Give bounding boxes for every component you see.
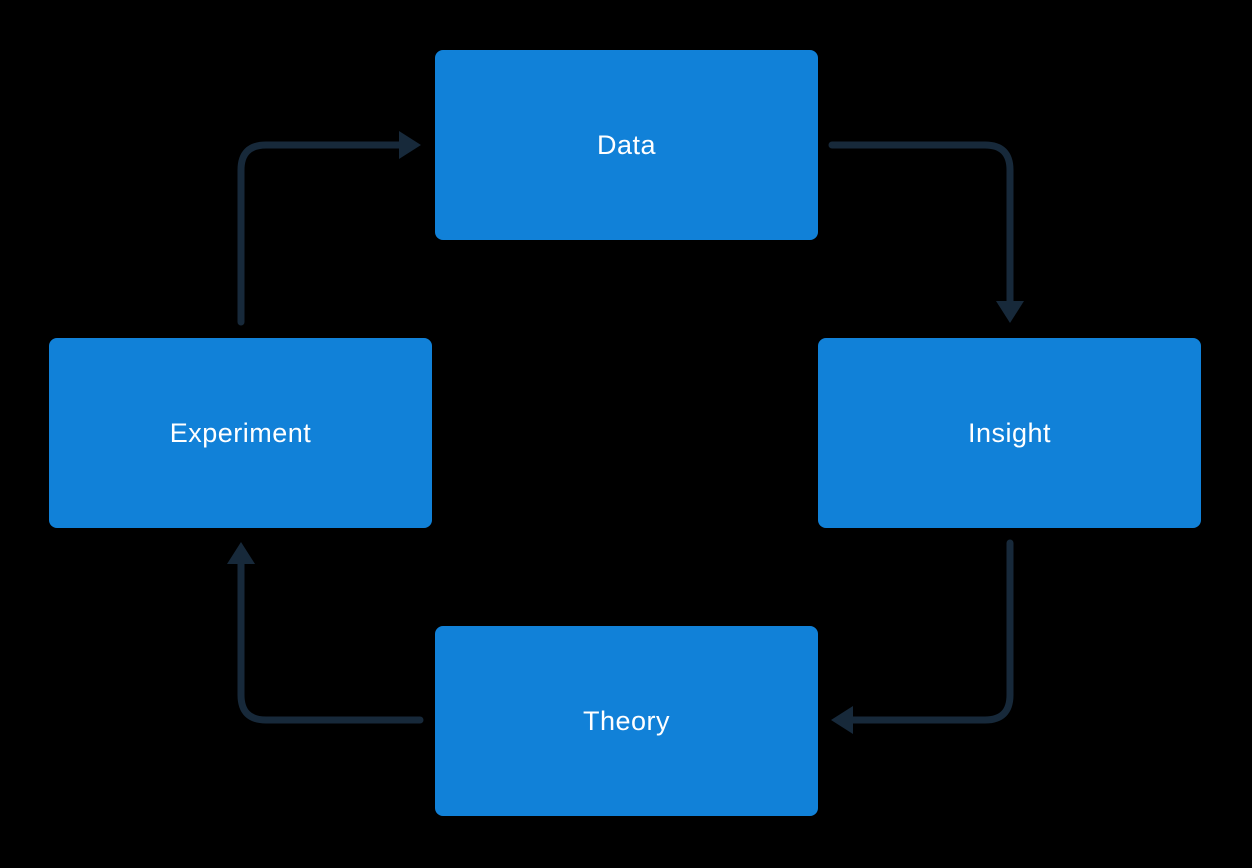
arrowhead-right-icon — [399, 131, 421, 159]
arrowhead-up-icon — [227, 542, 255, 564]
node-experiment: Experiment — [49, 338, 432, 528]
edge-experiment-to-data — [237, 131, 421, 326]
edge-insight-to-theory — [831, 539, 1014, 734]
edge-data-to-insight — [828, 141, 1024, 323]
node-data: Data — [435, 50, 818, 240]
arrowhead-left-icon — [831, 706, 853, 734]
node-insight: Insight — [818, 338, 1201, 528]
edge-theory-to-experiment — [227, 542, 424, 724]
node-theory: Theory — [435, 626, 818, 816]
node-insight-label: Insight — [967, 417, 1052, 448]
node-theory-label: Theory — [582, 705, 671, 736]
arrowhead-down-icon — [996, 301, 1024, 323]
node-experiment-label: Experiment — [169, 417, 312, 448]
node-data-label: Data — [596, 129, 657, 160]
